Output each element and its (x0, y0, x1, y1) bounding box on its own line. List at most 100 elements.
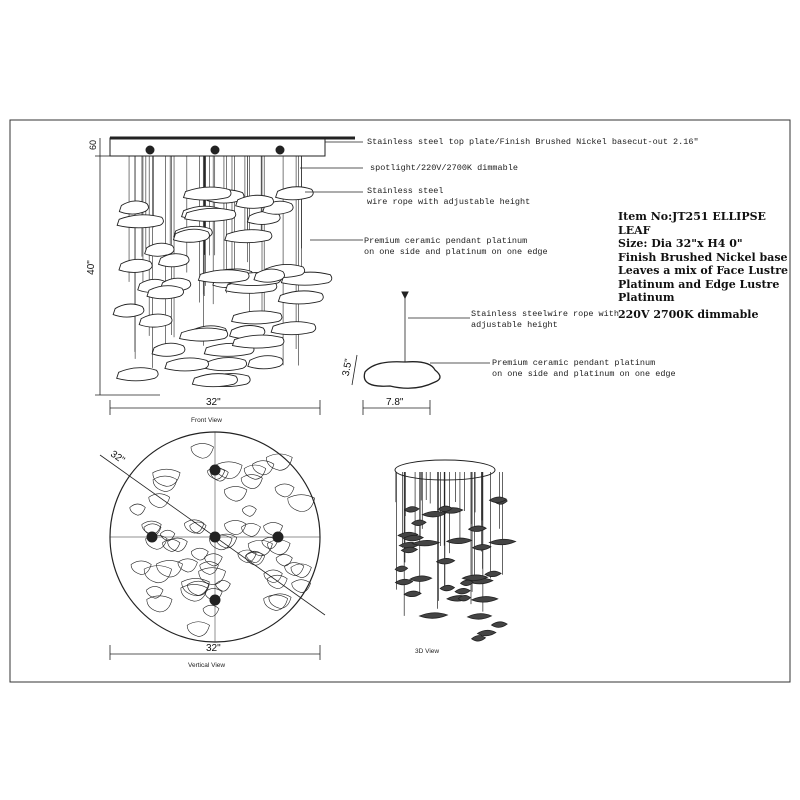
leaf-outline (141, 520, 162, 535)
dim-height: 40" (85, 260, 97, 275)
ceramic-leaf (184, 207, 237, 222)
ceramic-leaf (488, 496, 508, 503)
ceramic-leaf (418, 612, 449, 619)
ceramic-leaf (157, 253, 190, 268)
ceramic-leaf (178, 327, 229, 342)
ceramic-leaf (116, 367, 159, 382)
leaf-outline (152, 475, 178, 492)
leaf-outline (199, 561, 219, 575)
leaf-outline (261, 537, 278, 550)
callout-single-wire-line2: adjustable height (471, 320, 558, 330)
leaf-outline (146, 595, 173, 613)
ceramic-leaf (421, 511, 447, 518)
leaf-outline (180, 584, 208, 602)
leaf-outline (287, 494, 316, 512)
leaf-outline (215, 533, 238, 549)
ceramic-leaf (277, 290, 324, 305)
leaf-outline (215, 580, 231, 592)
ceramic-leaf (445, 537, 473, 545)
ceramic-leaf (394, 565, 409, 572)
dim-vertical-width: 32" (206, 643, 221, 654)
spec-power: 220V 2700K dimmable (618, 307, 759, 321)
ceramic-leaf (182, 186, 232, 201)
callout-pendant-line1: Premium ceramic pendant platinum (364, 236, 528, 246)
leaf-outline (187, 580, 210, 596)
ceramic-leaf (439, 584, 456, 592)
leaf-outline (202, 604, 220, 617)
leaf-outline (190, 547, 209, 561)
spec-block: Item No:JT251 ELLIPSE LEAF Size: Dia 32"… (618, 210, 800, 321)
leaf-outline (129, 503, 146, 516)
frame-border (9, 119, 791, 683)
leaf-outline (209, 534, 233, 551)
ceramic-leaf (409, 575, 433, 582)
callout-wire-line1: Stainless steel (367, 186, 444, 196)
leaf-outline (241, 505, 257, 517)
callout-single-wire-line1: Stainless steelwire rope with (471, 309, 619, 319)
ceramic-leaf (118, 258, 153, 273)
ceramic-leaf (151, 342, 186, 357)
ceramic-leaf (470, 596, 499, 603)
callout-single-pendant-line1: Premium ceramic pendant platinum (492, 358, 656, 368)
ceramic-leaf (411, 519, 427, 526)
front-view-chandelier (109, 136, 355, 388)
ceramic-leaf (144, 242, 175, 257)
spotlight-icon (145, 145, 155, 155)
ceramic-leaf (270, 321, 317, 336)
ceramic-leaf (437, 505, 453, 512)
dim-front-width: 32" (206, 397, 221, 408)
leaf-outline (198, 567, 226, 585)
dim-canopy-height: 60 (88, 139, 99, 151)
ceramic-leaf (457, 594, 472, 602)
leaf-outline (190, 443, 214, 459)
ceramic-leaf (411, 539, 441, 547)
caption-vertical-view: Vertical View (188, 662, 226, 669)
three-d-view (394, 459, 517, 642)
leaf-outline (245, 551, 266, 566)
ceramic-leaf (394, 578, 414, 586)
spec-leaves-3: Platinum (618, 291, 675, 304)
leaf-outline (291, 579, 311, 593)
vertical-view (109, 431, 321, 643)
ceramic-leaf (138, 313, 173, 328)
callout-leaders (300, 141, 490, 364)
leaf-outline (268, 593, 292, 609)
leaf-outline (275, 554, 293, 567)
ceramic-leaf (471, 544, 492, 551)
ceramic-leaf (454, 588, 471, 595)
ceramic-leaf (403, 506, 420, 513)
leaf-outline (284, 562, 305, 576)
callout-single-pendant-line2: on one side and platinum on one edge (492, 369, 676, 379)
leaf-outline (266, 453, 293, 471)
ceramic-leaf (435, 558, 456, 565)
ceramic-leaf (470, 635, 487, 642)
leaf-outline (224, 520, 247, 536)
leaf-outline (274, 483, 295, 498)
leaf-outline (143, 565, 172, 584)
ceramic-leaf (253, 268, 285, 283)
spec-item-no: Item No:JT251 ELLIPSE LEAF (618, 210, 766, 237)
spec-finish: Finish Brushed Nickel base (618, 250, 788, 264)
dim-leaf-width: 7.8" (386, 397, 404, 408)
ceramic-leaf (235, 194, 274, 209)
ceramic-leaf (197, 269, 250, 284)
leaf-outline (243, 464, 267, 480)
leaf-outline (162, 538, 181, 552)
leaf-outline (184, 519, 205, 534)
leaf-outline (290, 563, 312, 578)
spec-leaves-2: Platinum and Edge Lustre (618, 277, 780, 291)
spotlight-icon (275, 145, 285, 155)
callout-spotlight: spotlight/220V/2700K dimmable (370, 163, 518, 173)
leaf-outline (181, 578, 210, 597)
ceramic-leaf (224, 229, 273, 244)
leaf-outline (223, 486, 248, 502)
ceramic-leaf (488, 538, 517, 546)
ceramic-leaf (402, 534, 425, 542)
ceramic-leaf (116, 214, 164, 229)
ceramic-leaf (231, 334, 285, 349)
ceramic-leaf (466, 613, 493, 620)
leaf-outline (156, 560, 183, 578)
ceramic-leaf (490, 621, 508, 628)
